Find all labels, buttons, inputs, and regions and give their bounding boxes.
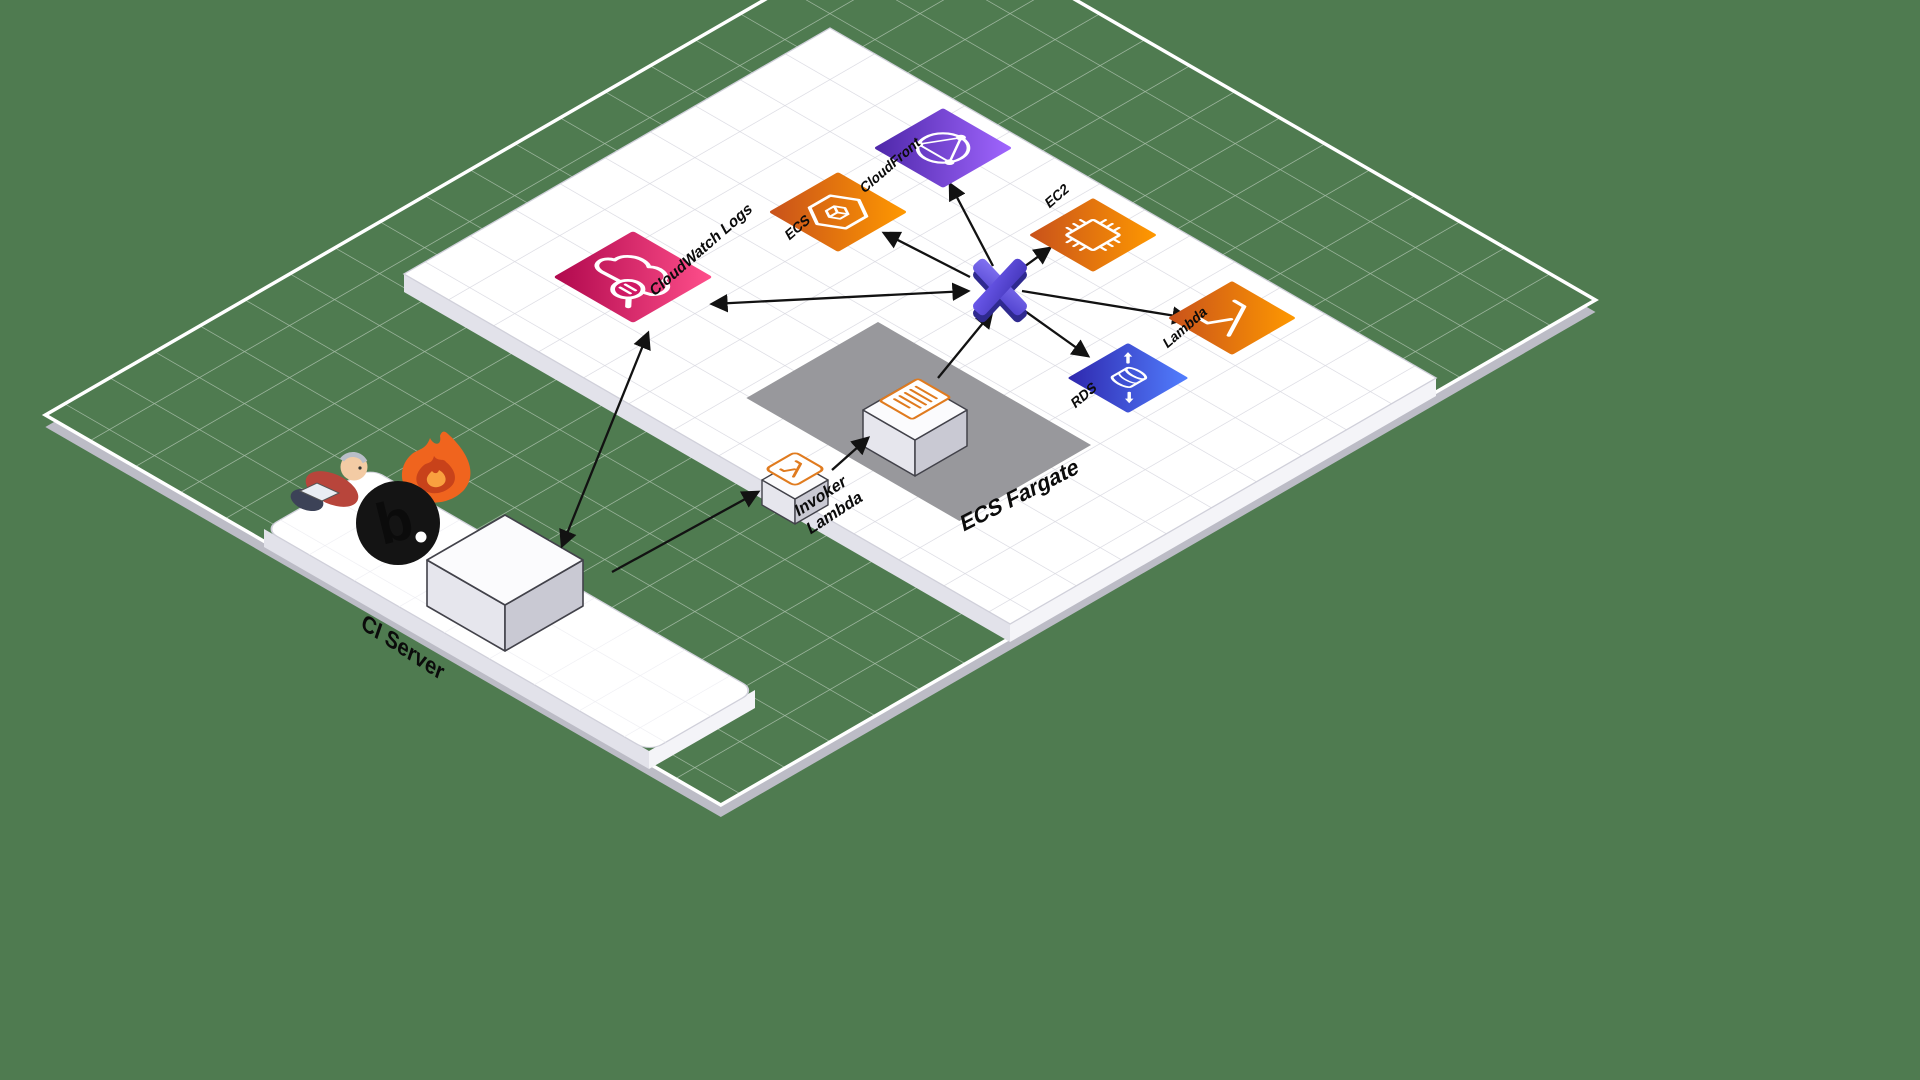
rds-icon [1068, 343, 1188, 413]
flame-icon [401, 431, 471, 503]
lambda-badge-icon [766, 452, 824, 486]
arrow-hub-ecs [881, 231, 971, 279]
arrow-cibuild-invoker [611, 490, 761, 574]
cloudfront-icon [874, 108, 1012, 188]
circle-b-logo-icon: b [356, 481, 440, 565]
lambda-icon [1169, 281, 1295, 355]
arrow-cloudwatch-hub [709, 282, 971, 313]
hub-x-icon [973, 258, 1027, 323]
arrow-cloudwatch-cibuild [559, 330, 651, 549]
ci-build-cube [426, 514, 584, 652]
ec2-icon [1030, 198, 1156, 272]
ecs-icon [769, 172, 907, 252]
arrow-hub-cloudfront [948, 181, 995, 267]
aws-platform [402, 27, 1438, 642]
arrow-fargate-hub [937, 309, 994, 379]
arrow-hub-lambda [1021, 289, 1191, 325]
document-badge-icon [879, 378, 951, 420]
jenkins-mascot-icon [290, 452, 368, 512]
arrow-invoker-fargate [831, 436, 871, 471]
cloudwatch-logs-icon [554, 231, 712, 323]
